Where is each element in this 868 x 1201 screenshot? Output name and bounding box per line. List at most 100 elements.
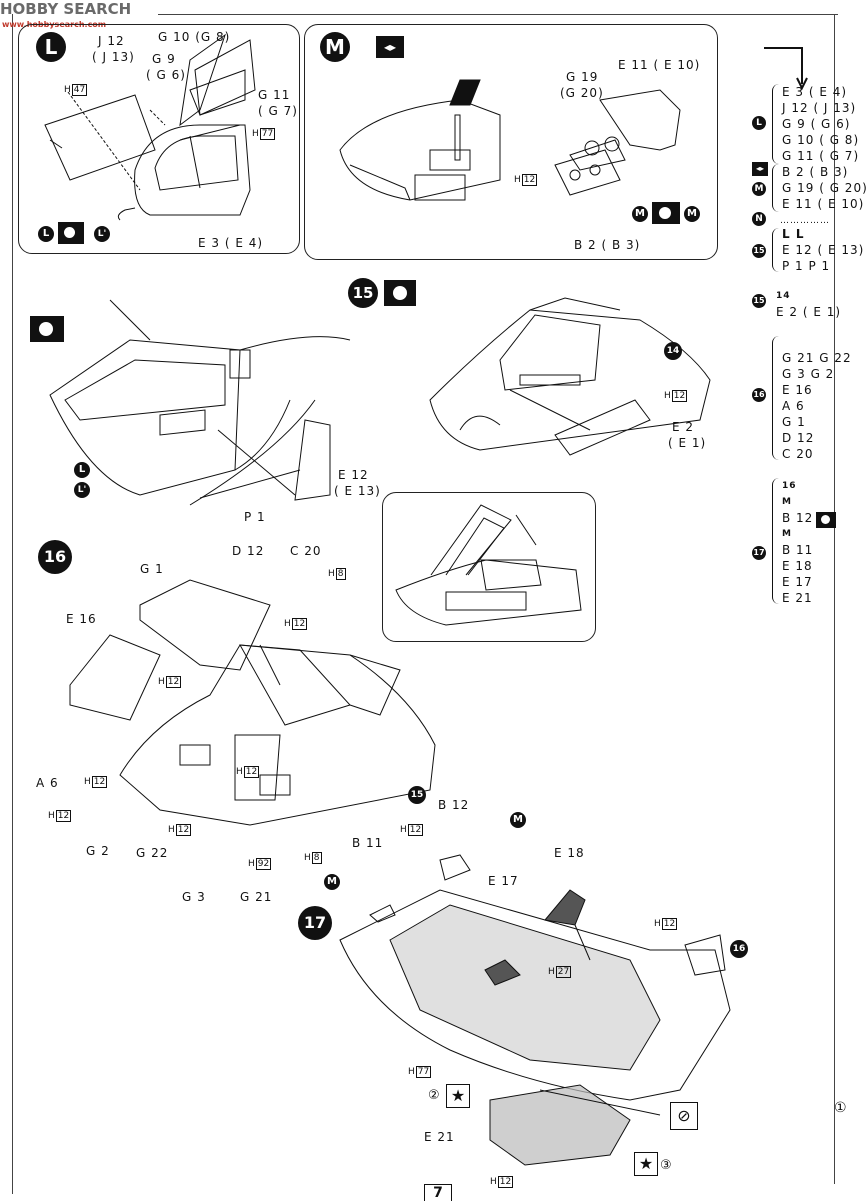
legend-item: E 16 [782, 383, 813, 397]
legend-item: E 18 [782, 559, 813, 573]
legend-head: M [782, 529, 792, 539]
panel-M-badge: M [320, 32, 350, 62]
legend-L: L [752, 116, 766, 130]
top-rule [158, 14, 838, 15]
part-e11: E 11 ( E 10) [618, 58, 701, 72]
legend-item: G 19 ( G 20) [782, 181, 868, 195]
symbol-M-17b: M [324, 874, 340, 890]
legend-item: E 17 [782, 575, 813, 589]
legend-head: 14 [776, 291, 791, 301]
part-g7: ( G 7) [258, 104, 298, 118]
inset-drawing [395, 504, 582, 626]
no-entry-icon: ⊘ [670, 1102, 698, 1130]
part-b12: B 12 [438, 798, 470, 812]
legend-item: G 3 G 2 [782, 367, 835, 381]
part-e1: ( E 1) [668, 436, 707, 450]
step-15-badge: 15 [348, 278, 378, 308]
flip-icon: ◂▸ [376, 36, 404, 58]
part-a6: A 6 [36, 776, 59, 790]
legend-N: N [752, 212, 766, 226]
legend-group-5: G 21 G 22 G 3 G 2 E 16 A 6 G 1 D 12 C 20 [782, 350, 852, 462]
part-e18: E 18 [554, 846, 585, 860]
part-e16: E 16 [66, 612, 97, 626]
step16-body-drawing [69, 579, 436, 826]
legend-group-2: B 2 ( B 3) G 19 ( G 20) E 11 ( E 10) [782, 164, 868, 212]
door-side-drawing [49, 299, 351, 506]
legend-group-6: 16 M B 12 M B 11 E 18 E 17 E 21 [782, 478, 813, 606]
part-g1: G 1 [140, 562, 164, 576]
legend-item: E 3 ( E 4) [782, 85, 848, 99]
double-circle-15 [384, 280, 416, 306]
note-2: ② [428, 1088, 441, 1103]
step17-chassis-drawing [339, 854, 731, 1166]
part-b2: B 2 ( B 3) [574, 238, 641, 252]
legend-item: G 11 ( G 7) [782, 149, 860, 163]
part-e12: E 12 [338, 468, 369, 482]
legend-dots: …………… [780, 216, 830, 226]
part-j12: J 12 [98, 34, 125, 48]
legend-item: G 10 ( G 8) [782, 133, 860, 147]
legend-item: G 21 G 22 [782, 351, 852, 365]
legend-head: 16 [782, 481, 797, 491]
legend-item: B 12 [782, 511, 814, 525]
part-b11: B 11 [352, 836, 384, 850]
legend-item: B 2 ( B 3) [782, 165, 849, 179]
legend-item: J 12 ( J 13) [782, 101, 857, 115]
star-icon-2: ★ [446, 1084, 470, 1108]
legend-item: B 11 [782, 543, 814, 557]
legend-item: G 9 ( G 6) [782, 117, 851, 131]
part-e17: E 17 [488, 874, 519, 888]
legend-flip-icon: ◂▸ [752, 162, 768, 176]
legend-brace-6 [772, 478, 779, 604]
symbol-M-17a: M [510, 812, 526, 828]
legend-brace-2 [772, 164, 779, 212]
legend-step15-a: 15 [752, 244, 766, 258]
part-j13: ( J 13) [92, 50, 135, 64]
engine-bay-drawing [339, 79, 681, 201]
legend-head: M [782, 497, 792, 507]
part-e3: E 3 ( E 4) [198, 236, 264, 250]
part-g22: G 22 [136, 846, 169, 860]
part-e13: ( E 13) [334, 484, 381, 498]
symbol-L-prime-mid: L' [74, 482, 90, 498]
part-d12: D 12 [232, 544, 265, 558]
legend-item: E 2 ( E 1) [776, 305, 842, 319]
legend-item: A 6 [782, 399, 805, 413]
panel-M [304, 24, 718, 260]
symbol-L-prime: L' [94, 226, 110, 242]
part-g20: (G 20) [560, 86, 604, 100]
page-number: 7 [424, 1184, 452, 1201]
part-g6: ( G 6) [146, 68, 186, 82]
legend-step17: 17 [752, 546, 766, 560]
part-g11: G 11 [258, 88, 291, 102]
legend-step15-b: 15 [752, 294, 766, 308]
legend-group-3: L L E 12 ( E 13) P 1 P 1 [782, 226, 864, 274]
panel-L-badge: L [36, 32, 66, 62]
inset-door-open [382, 492, 596, 642]
part-e2: E 2 [672, 420, 695, 434]
legend-item: D 12 [782, 431, 815, 445]
part-g21: G 21 [240, 890, 273, 904]
symbol-M2: M [684, 206, 700, 222]
part-g9: G 9 [152, 52, 176, 66]
part-g2: G 2 [86, 844, 110, 858]
legend-item: P 1 P 1 [782, 259, 831, 273]
legend-arrow [764, 47, 808, 91]
watermark: HOBBY SEARCH [0, 0, 132, 18]
double-circle-left [30, 316, 64, 342]
part-g3: G 3 [182, 890, 206, 904]
symbol-L: L [38, 226, 54, 242]
left-rule [12, 14, 13, 1194]
symbol-M1: M [632, 206, 648, 222]
